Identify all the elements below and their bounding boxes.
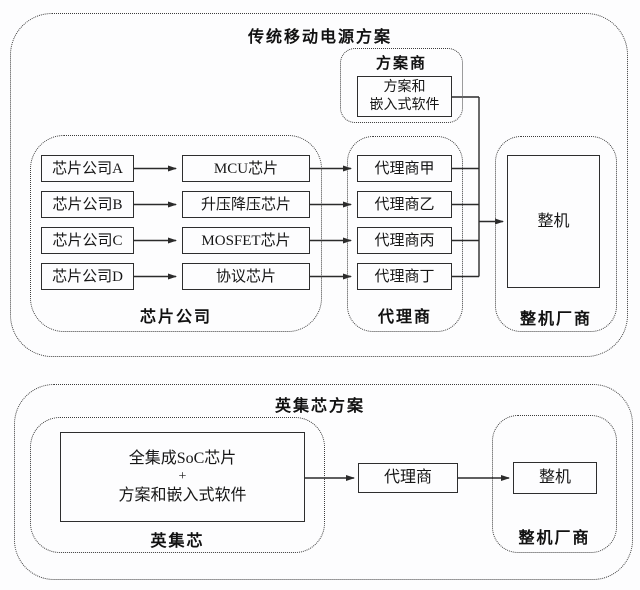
agent-group-label: 代理商	[377, 309, 432, 326]
injoinic-group-label: 英集芯	[150, 533, 205, 550]
oem-group-container-bottom	[492, 415, 617, 553]
plus-sign: +	[178, 469, 187, 484]
agent-box-bing: 代理商丙	[357, 227, 452, 254]
traditional-solution-container	[10, 13, 628, 357]
injoinic-soc-line1: 全集成SoC芯片	[128, 450, 237, 467]
oem-group-label-bottom: 整机厂商	[518, 530, 591, 547]
injoinic-solution-container	[14, 384, 633, 580]
traditional-solution-title: 传统移动电源方案	[247, 29, 392, 46]
provider-group-container	[340, 48, 463, 123]
agent-box-bottom: 代理商	[358, 463, 458, 493]
provider-group-label: 方案商	[375, 56, 427, 72]
company-box-d: 芯片公司D	[41, 263, 134, 290]
oem-group-label-top: 整机厂商	[519, 311, 592, 328]
agent-group-container	[347, 136, 463, 332]
oem-machine-box-bottom: 整机	[513, 462, 597, 494]
injoinic-soc-box: 全集成SoC芯片 + 方案和嵌入式软件	[60, 432, 305, 522]
agent-box-ding: 代理商丁	[357, 263, 452, 290]
agent-box-jia: 代理商甲	[357, 155, 452, 182]
agent-box-yi: 代理商乙	[357, 191, 452, 218]
provider-software-box: 方案和 嵌入式软件	[357, 76, 452, 117]
chip-box-mosfet: MOSFET芯片	[182, 227, 310, 254]
company-box-a: 芯片公司A	[41, 155, 134, 182]
chip-box-protocol: 协议芯片	[182, 263, 310, 290]
oem-machine-box-top: 整机	[507, 155, 600, 288]
company-box-c: 芯片公司C	[41, 227, 134, 254]
company-box-b: 芯片公司B	[41, 191, 134, 218]
chip-box-mcu: MCU芯片	[182, 155, 310, 182]
injoinic-group-container	[30, 417, 325, 553]
chip-company-group-label: 芯片公司	[139, 309, 212, 326]
chip-box-buckboost: 升压降压芯片	[182, 191, 310, 218]
injoinic-soc-line3: 方案和嵌入式软件	[118, 487, 247, 504]
injoinic-solution-title: 英集芯方案	[274, 398, 365, 415]
oem-group-container-top	[495, 136, 617, 332]
provider-software-line2: 嵌入式软件	[369, 97, 440, 113]
chip-company-group-container	[30, 135, 322, 332]
provider-software-line1: 方案和	[383, 79, 426, 95]
